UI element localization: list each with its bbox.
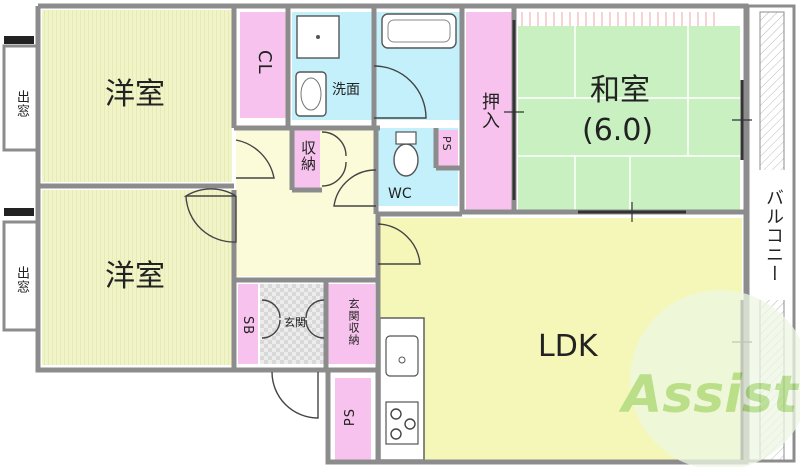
tatami-lines (518, 26, 740, 212)
label-western-top: 洋室 (105, 77, 165, 112)
kitchen-sink (385, 335, 419, 377)
label-entrance: 玄関 (284, 315, 306, 329)
label-entrance-storage: 玄関収納 (347, 298, 360, 346)
bay-window-bottom (2, 220, 40, 332)
washitsu-veranda-stripes (521, 12, 715, 26)
corridor-lower (236, 190, 376, 276)
label-ps-upper: PS (440, 136, 453, 152)
western-room-top (42, 10, 232, 182)
closet (240, 12, 286, 118)
label-balcony: バルコニー (763, 188, 784, 283)
watermark-text: Assist (618, 365, 800, 425)
label-bay-window-bottom: 出窓 (14, 266, 29, 294)
toilet (393, 143, 419, 177)
stove-burners (385, 401, 419, 445)
storage-closet (294, 130, 320, 188)
label-bay-window-top: 出窓 (14, 90, 29, 118)
door-swings (183, 65, 427, 419)
western-room-bottom (42, 190, 232, 365)
label-washitsu: 和室 (590, 73, 650, 108)
bay-window-top (2, 44, 40, 152)
washitsu-room (518, 26, 740, 212)
label-washroom: 洗面 (332, 82, 360, 98)
shoebox (238, 284, 258, 364)
ps-upper (438, 130, 458, 166)
assist-watermark: Assist (618, 290, 800, 467)
label-closet: CL (254, 50, 275, 75)
label-washitsu-size: (6.0) (582, 113, 653, 148)
ps-lower (335, 378, 371, 460)
label-wc: WC (388, 186, 412, 202)
oshiire-closet (466, 12, 512, 210)
label-shoebox: SB (240, 316, 255, 336)
bathtub (381, 13, 457, 49)
label-western-bottom: 洋室 (105, 259, 165, 294)
label-storage: 収納 (299, 140, 317, 172)
label-ldk: LDK (538, 329, 599, 364)
entrance-storage (327, 284, 375, 364)
entrance-floor (260, 284, 324, 364)
label-oshiire: 押入 (479, 92, 500, 130)
label-ps-lower: PS (343, 408, 358, 427)
